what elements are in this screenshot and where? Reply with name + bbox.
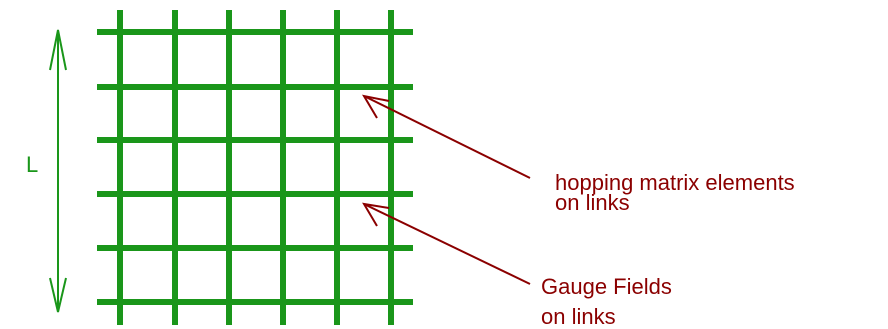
gauge-label-line1: Gauge Fields [541, 274, 672, 299]
size-label: L [26, 152, 38, 177]
hopping-annotation: hopping matrix elements on links [361, 94, 795, 215]
hopping-label-line1: hopping matrix elements [555, 170, 795, 195]
hopping-pointer-arrow [365, 96, 531, 179]
hopping-label-line2: on links [555, 190, 630, 215]
gauge-label-line2: on links [541, 304, 616, 329]
gauge-pointer-arrow [365, 204, 531, 285]
hopping-pointer-arrow-head [361, 94, 390, 119]
gauge-annotation: Gauge Fields on links [362, 202, 672, 329]
gauge-pointer-arrow-head [362, 202, 390, 227]
size-indicator: L [26, 29, 67, 313]
square-lattice-grid [97, 10, 413, 325]
size-arrow-head-bottom [49, 277, 67, 313]
size-arrow-head-top [49, 29, 67, 71]
